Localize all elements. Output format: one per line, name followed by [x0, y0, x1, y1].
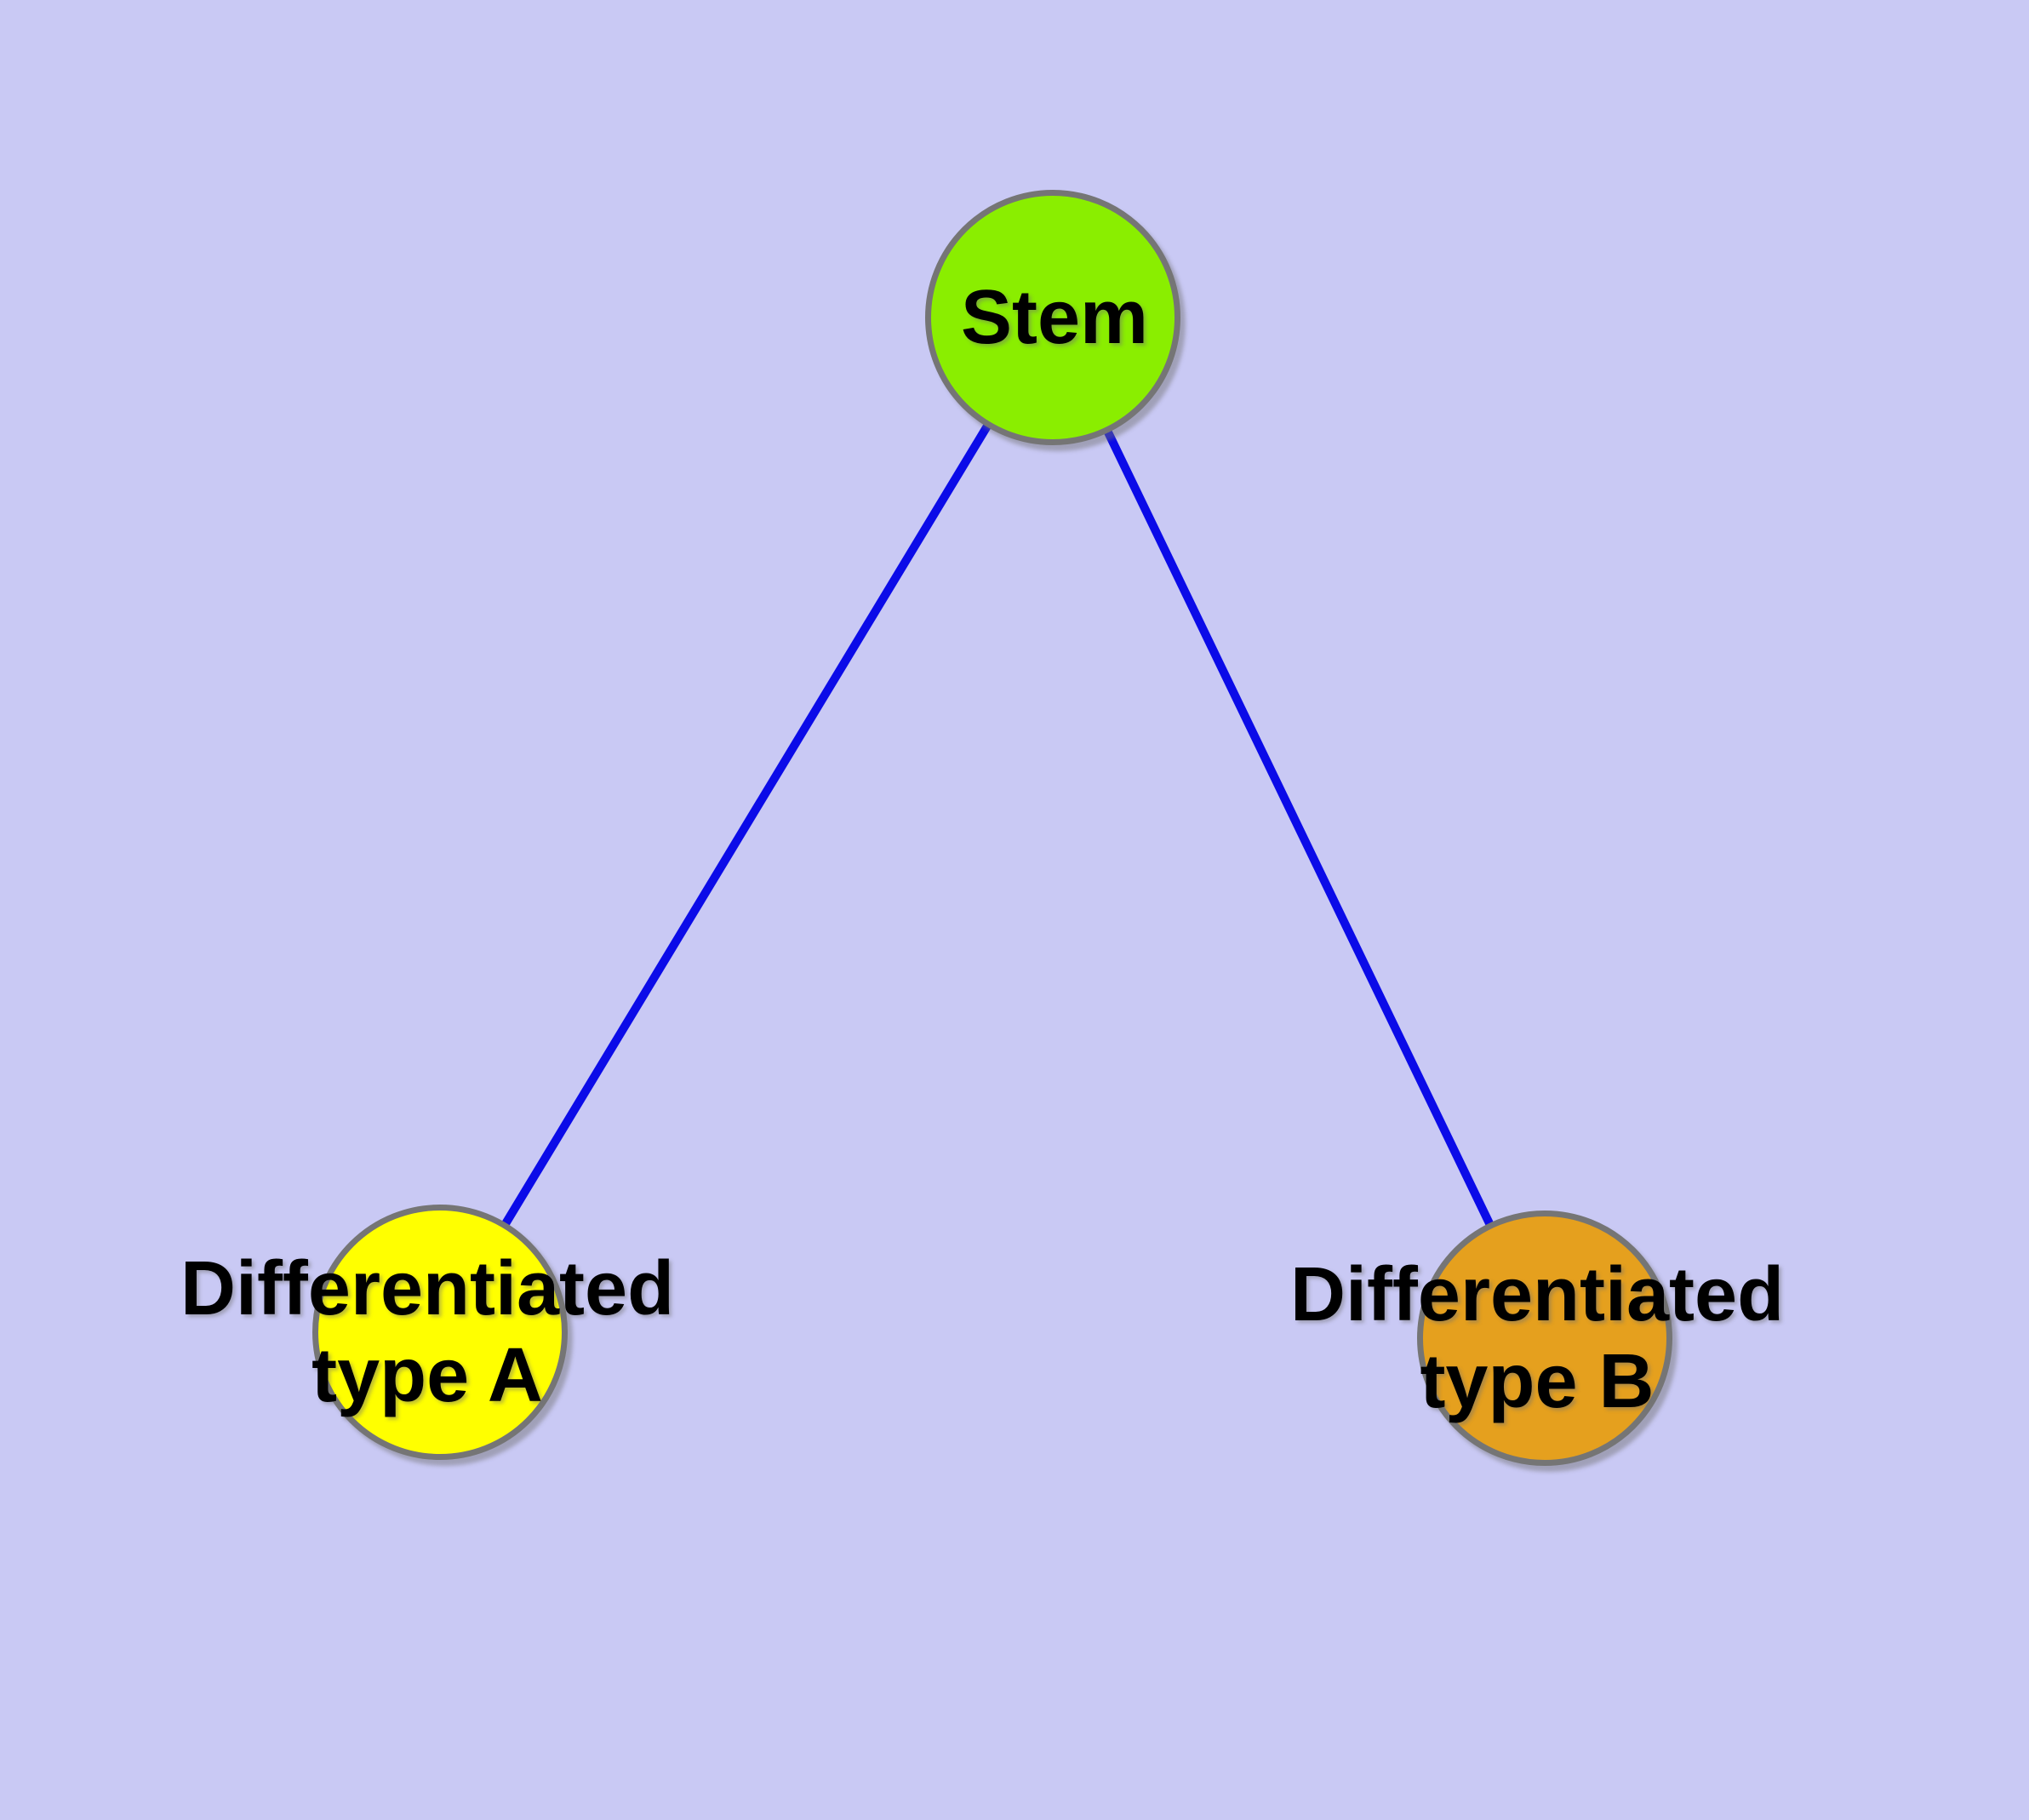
- edge-stem-to-type-a: [436, 315, 1057, 1335]
- node-stem: [925, 190, 1180, 445]
- node-differentiated-type-a: [312, 1205, 568, 1460]
- node-differentiated-type-b: [1417, 1210, 1672, 1466]
- edge-stem-to-type-b: [1049, 315, 1549, 1341]
